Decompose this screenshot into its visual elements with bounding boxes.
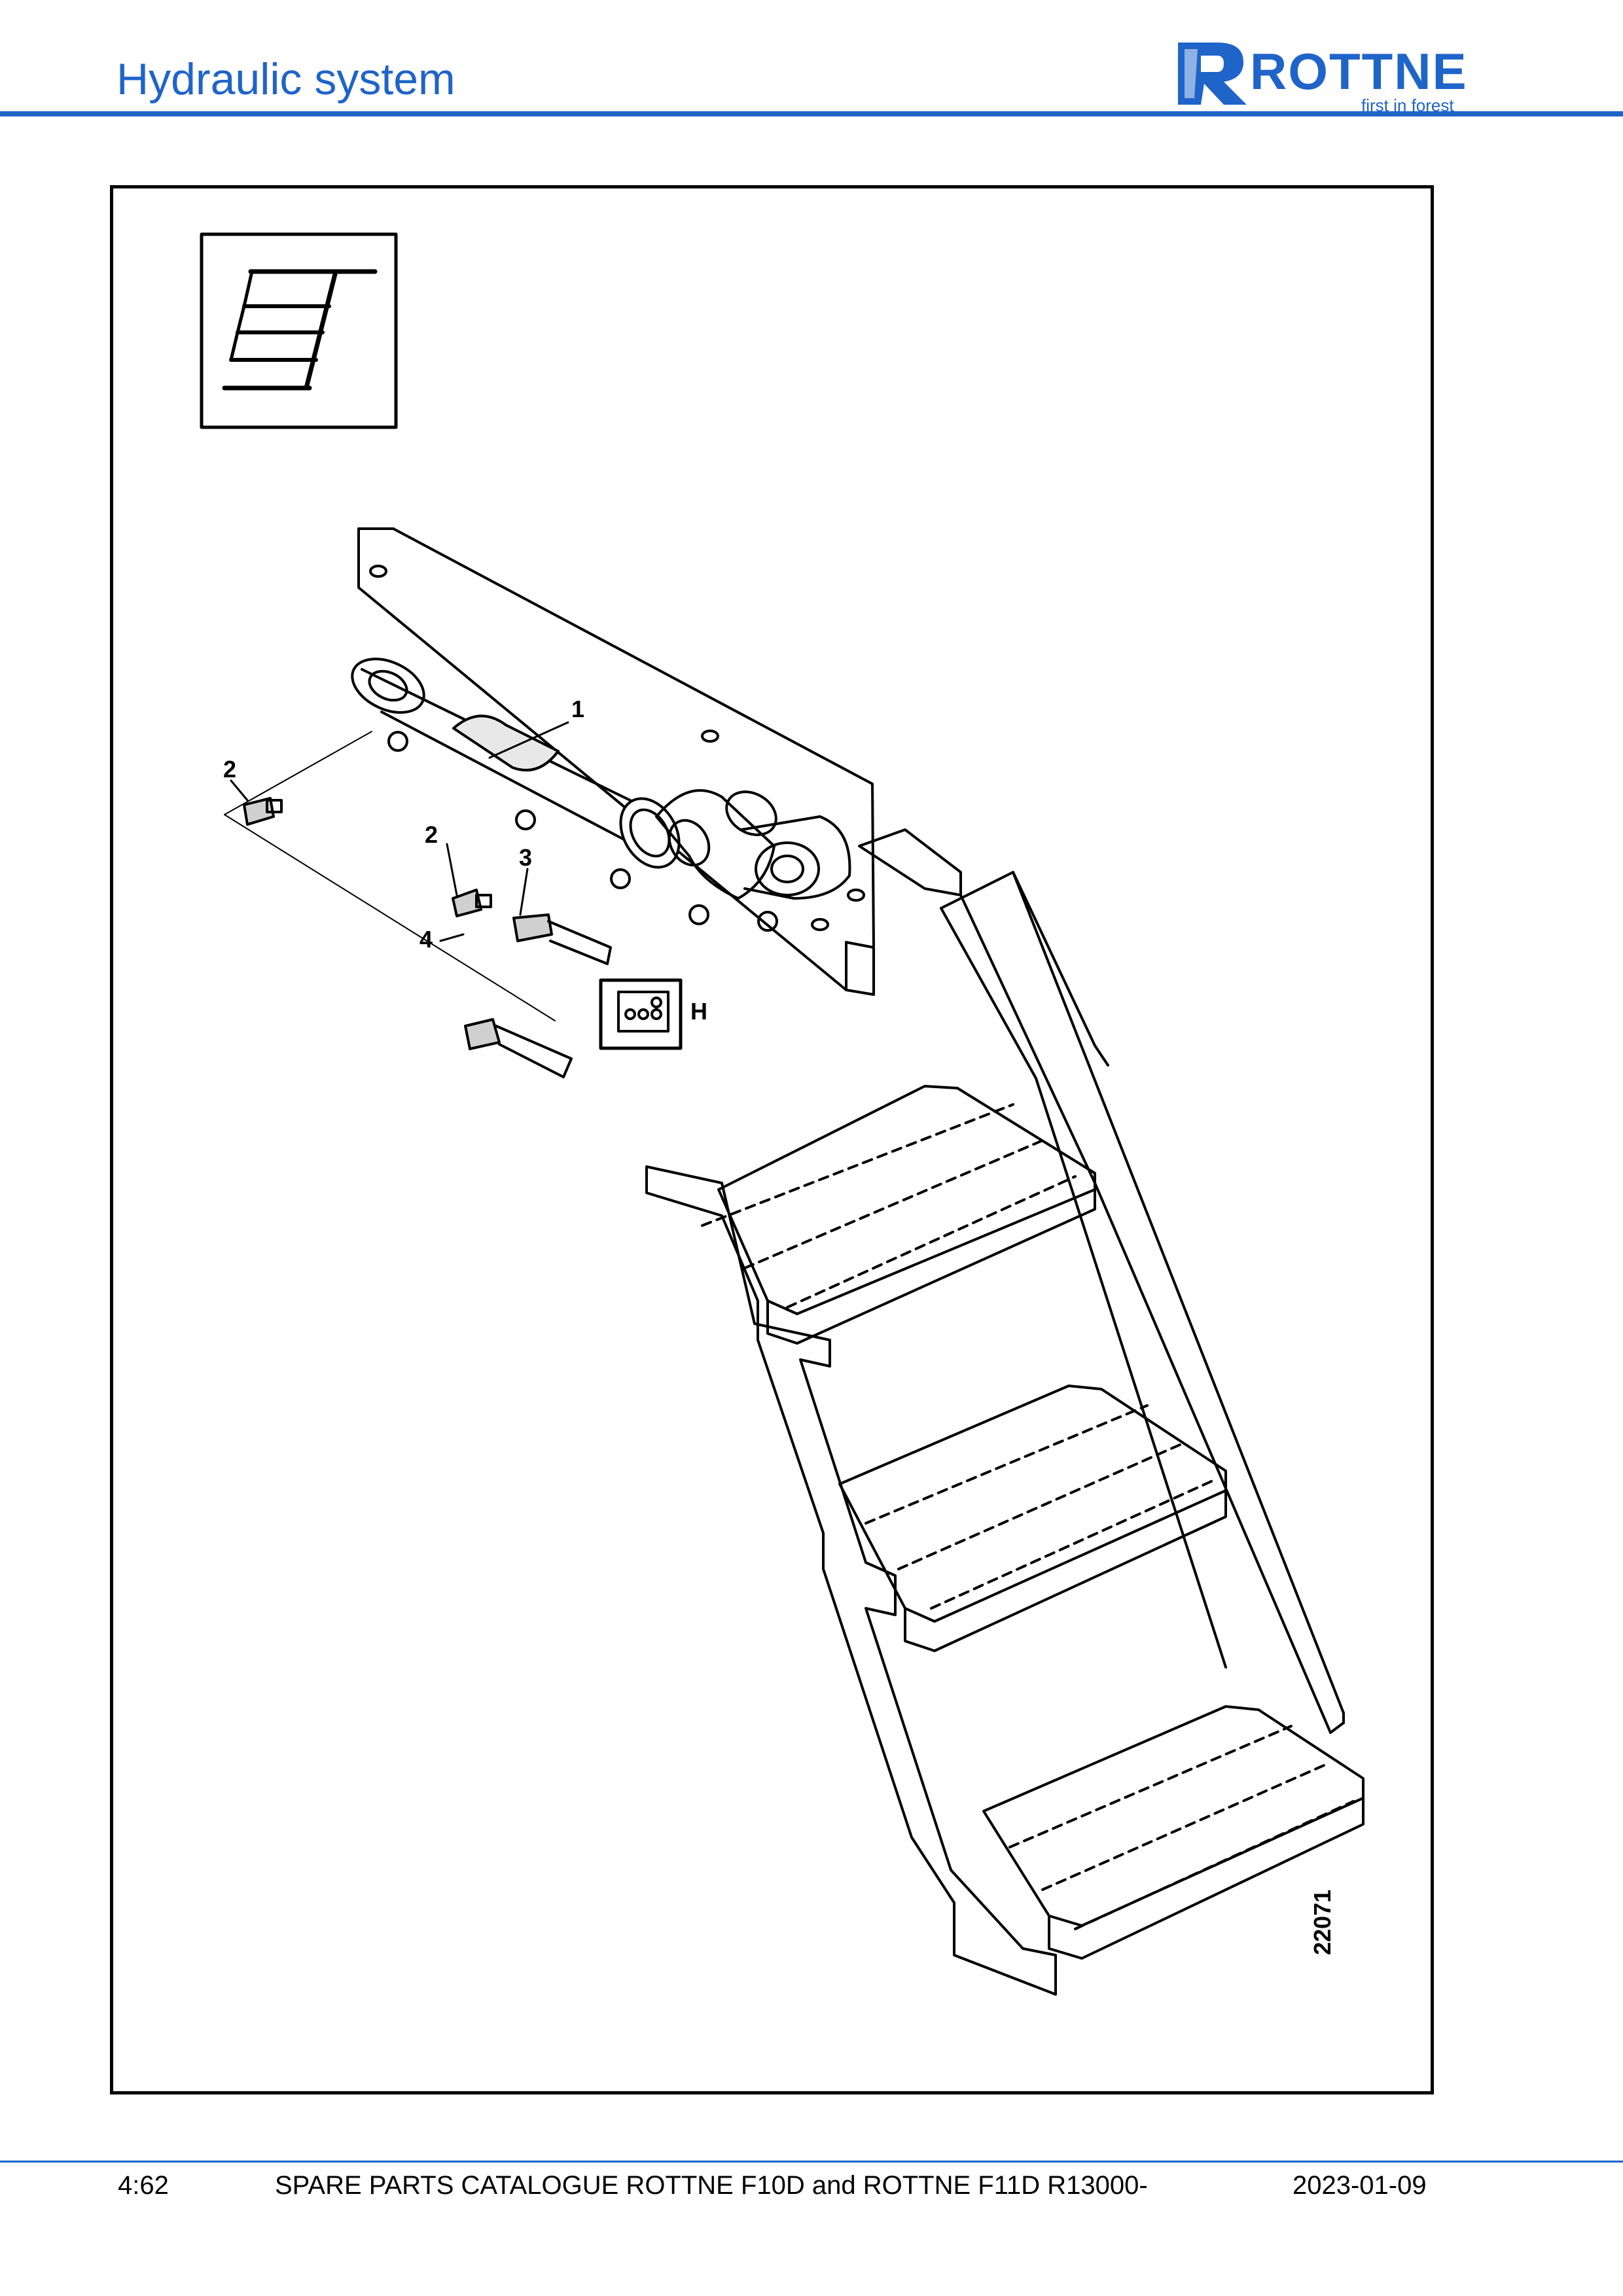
ladder-step-1 [701, 1085, 1096, 1345]
footer-divider [0, 2161, 1623, 2163]
ladder-symbol-icon [200, 232, 398, 429]
exploded-parts-drawing: 1 2 2 3 4 H 22071 [200, 232, 1364, 1996]
mounting-plate [357, 527, 875, 996]
cylinder-pivot-bracket [610, 789, 851, 932]
callout-leader-4 [439, 933, 465, 942]
fitting-2-upper [243, 797, 283, 826]
callout-leader-1 [488, 721, 569, 759]
callout-leader-2-lower [446, 843, 458, 896]
callout-4: 4 [419, 926, 433, 953]
drawing-number: 22071 [1309, 1890, 1336, 1955]
callout-leader-3 [519, 868, 529, 916]
page-number: 4:62 [118, 2171, 169, 2200]
callout-3: 3 [519, 844, 532, 871]
callout-1: 1 [571, 696, 584, 722]
hydraulic-fittings [224, 731, 612, 1078]
callout-2-upper: 2 [223, 756, 236, 783]
fitting-2-lower [452, 889, 492, 917]
drawing-frame: 1 2 2 3 4 H 22071 [110, 185, 1434, 2094]
hydraulic-symbol-h-icon [599, 978, 683, 1050]
rottne-logo: ROTTNE first in forest [1171, 33, 1512, 115]
catalogue-title: SPARE PARTS CATALOGUE ROTTNE F10D and RO… [275, 2171, 1148, 2200]
hose-3 [512, 913, 612, 965]
ladder-step-2 [838, 1385, 1227, 1652]
ladder-frame [858, 828, 1345, 1734]
page-title: Hydraulic system [116, 54, 455, 104]
publication-date: 2023-01-09 [1293, 2171, 1427, 2200]
callout-2-lower: 2 [425, 821, 438, 848]
callout-leader-2-upper [230, 779, 249, 802]
symbol-label-h: H [690, 998, 707, 1025]
header-divider [0, 111, 1623, 116]
hose-4 [464, 1018, 573, 1078]
ladder-step-3 [982, 1705, 1364, 1960]
ladder-stringer [645, 1165, 1057, 1996]
logo-wordmark: ROTTNE [1250, 43, 1468, 100]
rottne-r-emblem-icon [1178, 43, 1247, 105]
hydraulic-cylinder [351, 658, 681, 869]
